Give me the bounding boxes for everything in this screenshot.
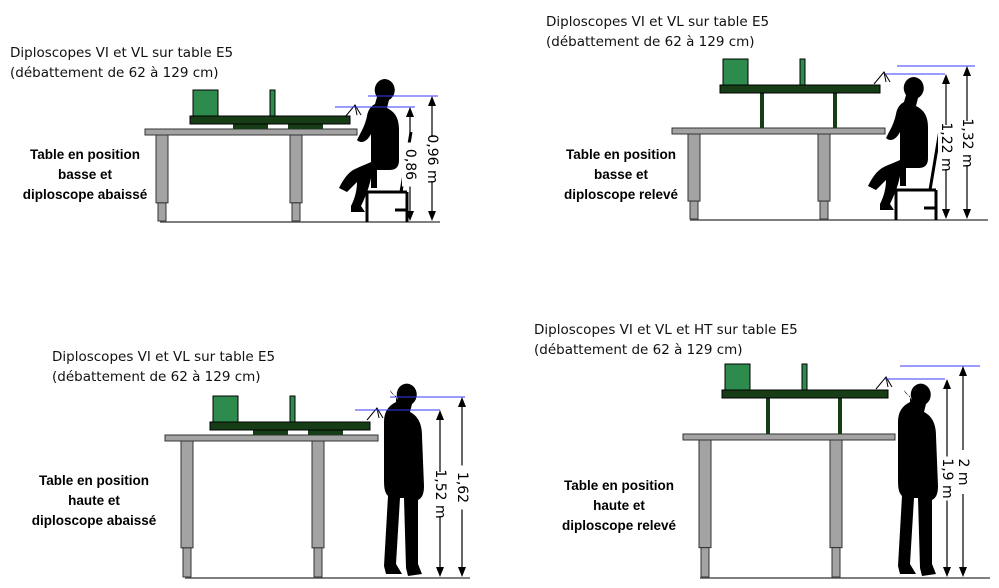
diploscope-vl-post (801, 363, 808, 391)
arrow-down-icon (963, 209, 971, 219)
diploscope-plate (189, 115, 351, 125)
standing-person-silhouette (898, 383, 938, 576)
arrow-down-icon (943, 567, 951, 577)
diploscope-rail (288, 124, 323, 129)
diploscope-support (766, 398, 770, 434)
table-leg-lower (831, 547, 841, 578)
dimension-label-bg (939, 456, 955, 501)
table-leg-upper (289, 134, 303, 204)
arrow-down-icon (436, 567, 444, 577)
arrow-up-icon (963, 66, 971, 76)
table-leg-lower (819, 200, 829, 220)
panel-1: 0,86 0,96 m (144, 79, 440, 223)
dimension-label-dim-outer: 1,32 m (959, 118, 975, 167)
arrow-down-icon (406, 211, 414, 221)
diploscope-rail (308, 430, 343, 435)
dimension-label-bg (424, 137, 440, 181)
table-top (164, 434, 379, 442)
diploscope-support (833, 93, 837, 128)
arrow-down-icon (942, 209, 950, 219)
table-leg-lower (291, 202, 301, 222)
arrow-down-icon (458, 567, 466, 577)
dimension-label-dim-outer: 1,62 (454, 472, 470, 503)
arrow-down-icon (428, 211, 436, 221)
table-leg-lower (182, 547, 192, 578)
arrow-down-icon (959, 567, 967, 577)
table-leg-upper (829, 439, 843, 549)
dimension-label-dim-outer: 2 m (955, 459, 971, 486)
chair (365, 131, 413, 222)
diploscope-vl-post (269, 89, 276, 117)
dimension-label-bg (454, 465, 470, 510)
table-leg-lower (157, 202, 167, 222)
dimension-label-bg (432, 472, 448, 516)
table-top (682, 433, 896, 441)
diploscope-support (760, 93, 764, 128)
panel-4-title: Diploscopes VI et VL et HT sur table E5(… (534, 322, 798, 358)
dimension-label-dim-inner: 1,9 m (939, 458, 955, 498)
dimension-label-dim-inner: 0,86 (402, 149, 418, 180)
diploscope-support (838, 398, 842, 434)
dimension-label-bg (402, 142, 418, 187)
table-leg-upper (180, 440, 194, 549)
arrow-up-icon (942, 74, 950, 84)
diploscope-vi-box (192, 89, 219, 117)
arrow-up-icon (436, 410, 444, 420)
dimension-label-dim-outer: 0,96 m (424, 134, 440, 183)
arrow-up-icon (943, 379, 951, 389)
standing-person-silhouette (384, 383, 424, 576)
panel-1-title: Diploscopes VI et VL sur table E5(débatt… (10, 45, 234, 81)
dimension-label-bg (959, 121, 975, 165)
sight-line (873, 71, 891, 85)
diploscope-vl-post (799, 58, 806, 86)
table-leg-lower (313, 547, 323, 578)
table-leg-lower (700, 547, 710, 578)
arrow-up-icon (406, 107, 414, 117)
table-leg-lower (689, 200, 699, 220)
panel-3: 1,52 m 1,62 (164, 383, 470, 579)
panel-3-title: Diploscopes VI et VL sur table E5(débatt… (52, 349, 276, 385)
diploscope-vi-box (212, 395, 239, 423)
diploscope-plate (721, 389, 889, 399)
diploscope-vl-post (289, 395, 296, 423)
arrow-up-icon (458, 397, 466, 407)
panel-2: 1,22 m 1,32 m (671, 58, 988, 221)
diploscope-plate (719, 84, 881, 94)
table-top (144, 128, 358, 136)
arrow-up-icon (959, 366, 967, 376)
dimension-label-bg (938, 125, 954, 169)
table-top (671, 127, 886, 135)
dimension-label-dim-inner: 1,52 m (432, 469, 448, 518)
seated-person-silhouette (339, 79, 399, 212)
dimension-label-dim-inner: 1,22 m (938, 122, 954, 171)
arrow-up-icon (428, 96, 436, 106)
table-leg-upper (817, 133, 831, 202)
diploscope-plate (209, 421, 371, 431)
diploscope-rail (253, 430, 288, 435)
dimension-label-bg (955, 450, 971, 494)
diploscope-rail (233, 124, 268, 129)
diploscope-vi-box (722, 58, 749, 86)
chair (894, 129, 942, 220)
seated-person-silhouette (868, 77, 928, 210)
diploscope-vi-box (724, 363, 751, 391)
panel-2-title: Diploscopes VI et VL sur table E5(débatt… (546, 14, 770, 50)
table-leg-upper (311, 440, 325, 549)
